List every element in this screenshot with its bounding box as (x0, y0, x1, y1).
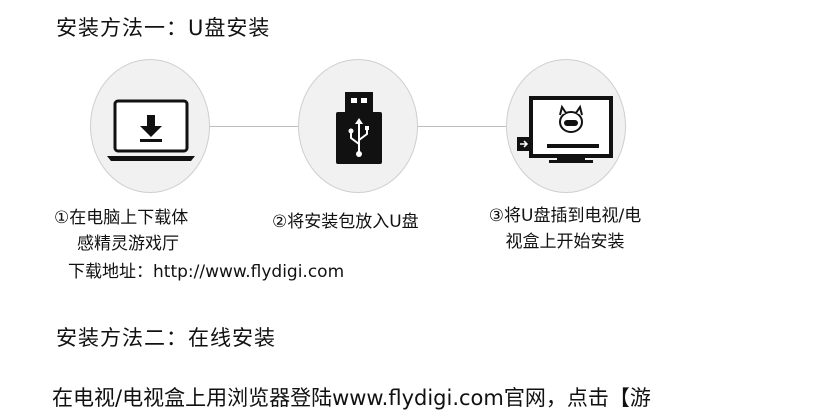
connector-line (210, 126, 298, 127)
method2-title: 安装方法二：在线安装 (56, 326, 276, 350)
step3-circle (506, 59, 626, 193)
step1-line2: 感精灵游戏厅 (77, 234, 179, 254)
tv-install-icon (517, 96, 613, 163)
step2-circle (298, 59, 418, 193)
step3-line2: 视盒上开始安装 (505, 232, 625, 252)
step1-download-url[interactable]: 下载地址：http://www.flydigi.com (68, 262, 345, 282)
step3-caption: ③将U盘插到电视/电 视盒上开始安装 (470, 203, 660, 255)
step1-line1: ①在电脑上下载体 (54, 208, 189, 228)
usb-drive-icon (336, 92, 382, 164)
step1-circle (90, 59, 210, 193)
step3-line1: ③将U盘插到电视/电 (488, 206, 642, 226)
laptop-download-icon (107, 99, 195, 161)
method1-title: 安装方法一：U盘安装 (56, 16, 271, 40)
connector-line (418, 126, 506, 127)
method2-text: 在电视/电视盒上用浏览器登陆www.flydigi.com官网，点击【游 (52, 386, 651, 410)
step2-line1: ②将安装包放入U盘 (272, 212, 419, 232)
